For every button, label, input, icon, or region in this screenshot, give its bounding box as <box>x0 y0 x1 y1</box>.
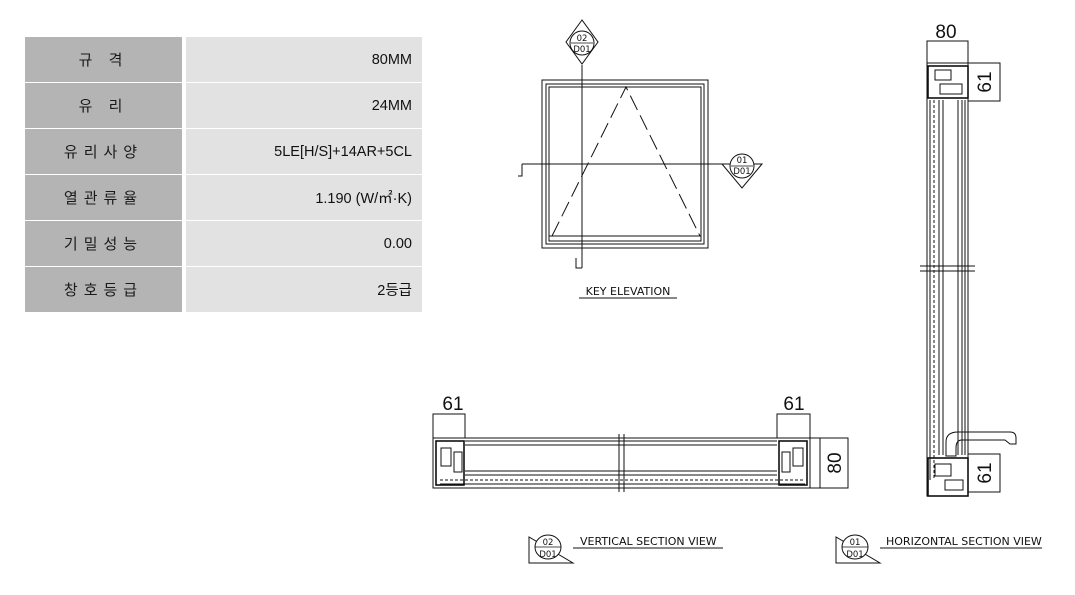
outer-frame <box>541 79 709 249</box>
dim-label-bottom: 61 <box>975 462 996 483</box>
spec-value: 80MM <box>186 37 422 82</box>
frame-chamber <box>939 83 963 95</box>
tag-sheet: D01 <box>846 550 863 560</box>
spec-label: 규 격 <box>25 37 182 82</box>
dim-box-left <box>432 413 466 439</box>
frame-chamber <box>792 447 804 467</box>
section-tag-top: 02 D01 <box>565 19 599 65</box>
spec-row-glass-spec: 유리사양 5LE[H/S]+14AR+5CL <box>25 129 422 174</box>
spec-row-airtightness: 기밀성능 0.00 <box>25 221 422 266</box>
key-elevation-caption: KEY ELEVATION <box>586 285 671 298</box>
spec-row-u-value: 열관류율 1.190 (W/㎡·K) <box>25 175 422 220</box>
spec-label: 열관류율 <box>25 175 182 220</box>
frame-profile-top <box>927 65 969 99</box>
spec-label: 유 리 <box>25 83 182 128</box>
frame-profile-bottom <box>927 457 969 497</box>
spec-value: 2등급 <box>186 267 422 312</box>
frame-chamber <box>944 479 964 491</box>
vertical-section-tag: 02 D01 <box>528 534 575 564</box>
profile-outline <box>432 437 811 489</box>
tag-number: 01 <box>737 156 748 166</box>
frame-profile-right <box>778 440 808 486</box>
dim-label-width: 80 <box>935 22 956 43</box>
tag-sheet: D01 <box>539 550 556 560</box>
frame-chamber <box>934 463 952 477</box>
dim-label-top: 61 <box>975 71 996 92</box>
frame-chamber <box>781 451 791 473</box>
section-cut-end <box>575 258 582 269</box>
window-handle <box>945 431 1017 457</box>
section-tag-right: 01 D01 <box>720 153 764 189</box>
frame-inner-line <box>545 83 705 245</box>
spec-label: 유리사양 <box>25 129 182 174</box>
spec-label: 기밀성능 <box>25 221 182 266</box>
horizontal-section-caption: HORIZONTAL SECTION VIEW <box>886 535 1042 548</box>
spec-value: 0.00 <box>186 221 422 266</box>
spec-label: 창호등급 <box>25 267 182 312</box>
sash-frame <box>548 86 702 242</box>
tag-number: 01 <box>850 538 861 548</box>
frame-chamber <box>453 451 463 473</box>
dim-label-height: 80 <box>825 452 846 473</box>
dim-label-left: 61 <box>442 394 463 415</box>
spec-table: 규 격 80MM 유 리 24MM 유리사양 5LE[H/S]+14AR+5CL… <box>25 37 422 313</box>
dim-box-width <box>926 40 969 64</box>
section-cut-end <box>518 164 523 177</box>
key-elevation <box>518 65 742 269</box>
tag-number: 02 <box>543 538 554 548</box>
horizontal-section-tag: 01 D01 <box>835 534 882 564</box>
frame-chamber <box>440 447 452 467</box>
tag-sheet: D01 <box>733 167 750 177</box>
horizontal-section <box>920 40 1017 497</box>
opening-indicator <box>551 85 701 237</box>
tag-number: 02 <box>577 34 588 44</box>
spec-row-glass: 유 리 24MM <box>25 83 422 128</box>
spec-row-grade: 창호등급 2등급 <box>25 267 422 312</box>
dim-box-height <box>819 437 849 489</box>
vertical-section-caption: VERTICAL SECTION VIEW <box>580 535 717 548</box>
frame-profile-left <box>435 440 465 486</box>
tag-marker <box>565 19 599 65</box>
frame-chamber <box>934 69 952 81</box>
spec-row-size: 규 격 80MM <box>25 37 422 82</box>
dim-label-right: 61 <box>783 394 804 415</box>
spec-value: 1.190 (W/㎡·K) <box>186 175 422 220</box>
spec-value: 5LE[H/S]+14AR+5CL <box>186 129 422 174</box>
spec-value: 24MM <box>186 83 422 128</box>
vertical-section <box>432 413 849 492</box>
dim-box-right <box>776 413 811 439</box>
tag-sheet: D01 <box>573 45 590 55</box>
